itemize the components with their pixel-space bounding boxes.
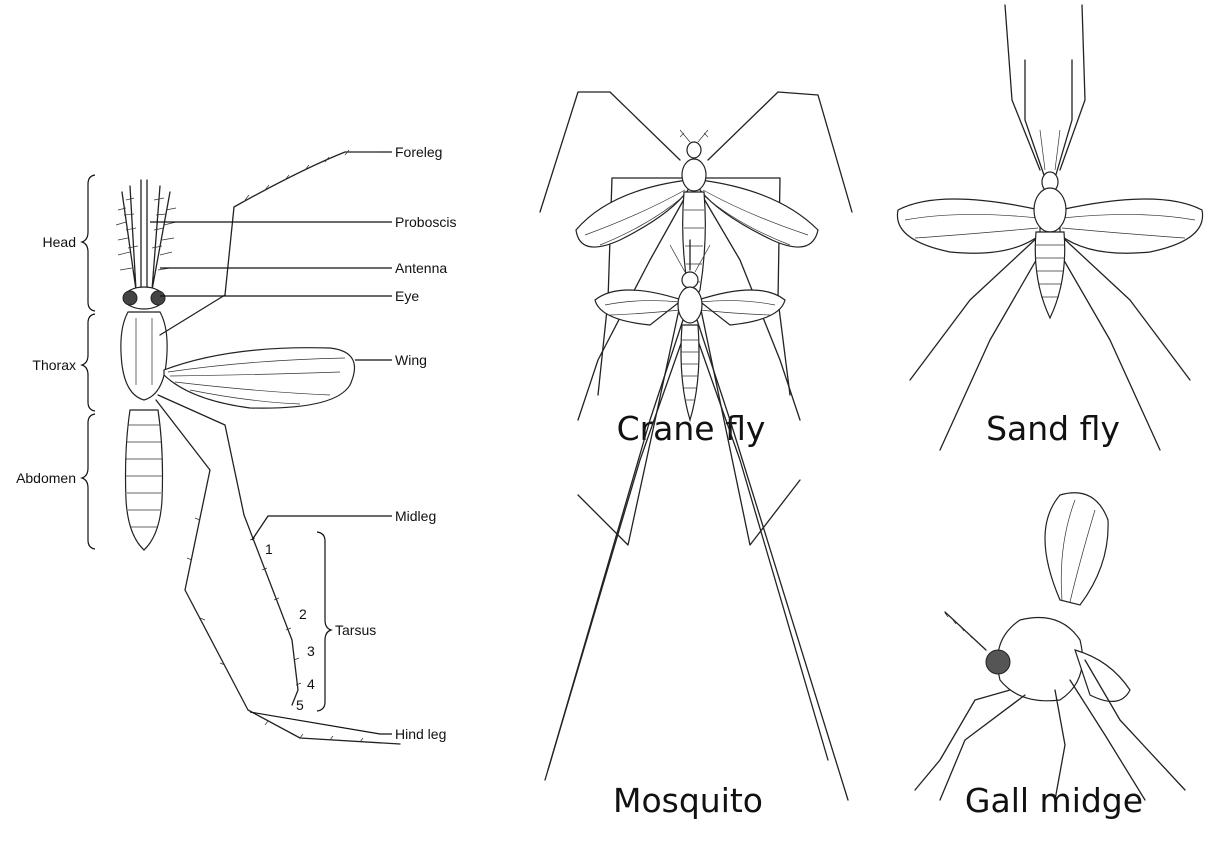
anatomy-mosquito-illustration xyxy=(116,150,400,744)
tarsus-brace xyxy=(317,532,331,711)
eye-label: Eye xyxy=(395,288,419,304)
tarsal-segment-2: 2 xyxy=(299,606,307,622)
tarsal-segment-4: 4 xyxy=(307,676,315,692)
anatomy-diagram: Head Thorax Abdomen xyxy=(16,144,456,744)
tarsal-segment-3: 3 xyxy=(307,643,315,659)
tarsus-label: Tarsus xyxy=(335,622,376,638)
mosquito-panel: Mosquito xyxy=(545,240,848,820)
foreleg-label: Foreleg xyxy=(395,144,442,160)
abdomen-label: Abdomen xyxy=(16,470,76,486)
thorax-label: Thorax xyxy=(32,357,76,373)
antenna-label: Antenna xyxy=(395,260,447,276)
mosquito-caption: Mosquito xyxy=(613,781,763,820)
midleg-label: Midleg xyxy=(395,508,436,524)
wing-label: Wing xyxy=(395,352,427,368)
abdomen-brace xyxy=(82,414,95,549)
midleg-leader xyxy=(252,516,392,540)
head-label: Head xyxy=(43,234,76,250)
sand-fly-panel: Sand fly xyxy=(897,5,1202,450)
mosquito-illustration xyxy=(545,240,848,800)
thorax-brace xyxy=(82,314,95,411)
gall-midge-illustration xyxy=(915,493,1185,800)
sand-fly-illustration xyxy=(897,5,1202,450)
head-brace xyxy=(82,175,95,311)
hind-leg-label: Hind leg xyxy=(395,726,446,742)
gall-midge-panel: Gall midge xyxy=(915,493,1185,820)
tarsal-segment-5: 5 xyxy=(296,697,304,713)
proboscis-label: Proboscis xyxy=(395,214,456,230)
tarsal-segment-1: 1 xyxy=(265,541,273,557)
gall-midge-caption: Gall midge xyxy=(965,781,1143,820)
sand-fly-caption: Sand fly xyxy=(986,409,1120,448)
